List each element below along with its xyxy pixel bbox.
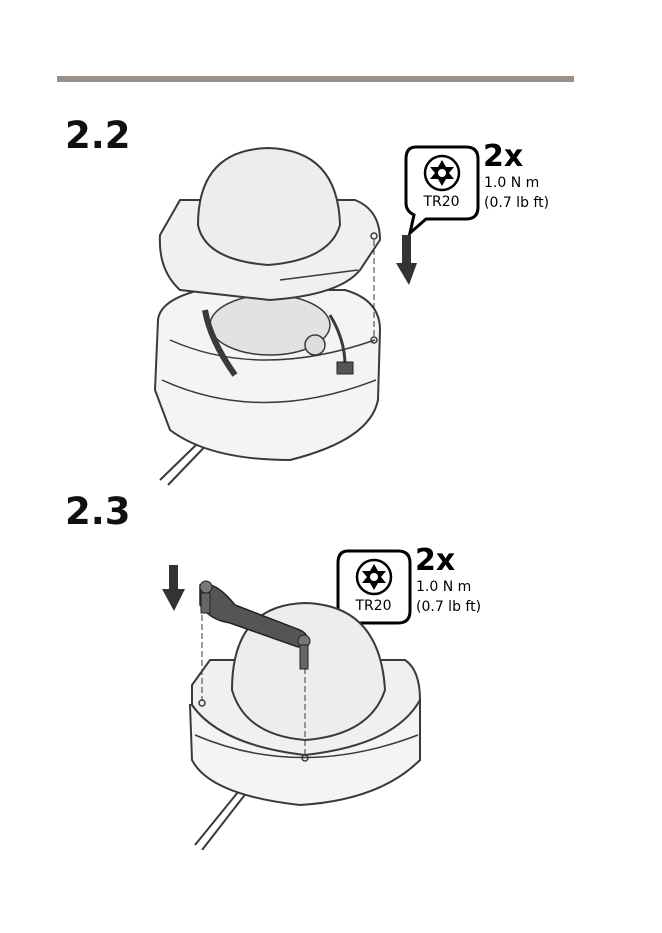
torque-tool: TR20 [414,194,469,210]
torque-quantity: 2x [415,543,455,578]
torque-value-nm: 1.0 N m [484,175,539,191]
header-rule [57,76,574,82]
step-number-2-3: 2.3 [65,490,131,533]
torque-badge: 2x 1.0 N m (0.7 lb ft) TR20 [404,145,554,255]
torx-bit-icon [404,145,484,235]
dome-camera-bracket-illustration [180,575,440,850]
step-number-2-2: 2.2 [65,114,131,157]
dome-camera-cover-illustration [140,140,400,495]
torque-quantity: 2x [483,139,523,174]
torque-value-lbft: (0.7 lb ft) [484,195,549,211]
arrow-down-icon [396,235,422,290]
